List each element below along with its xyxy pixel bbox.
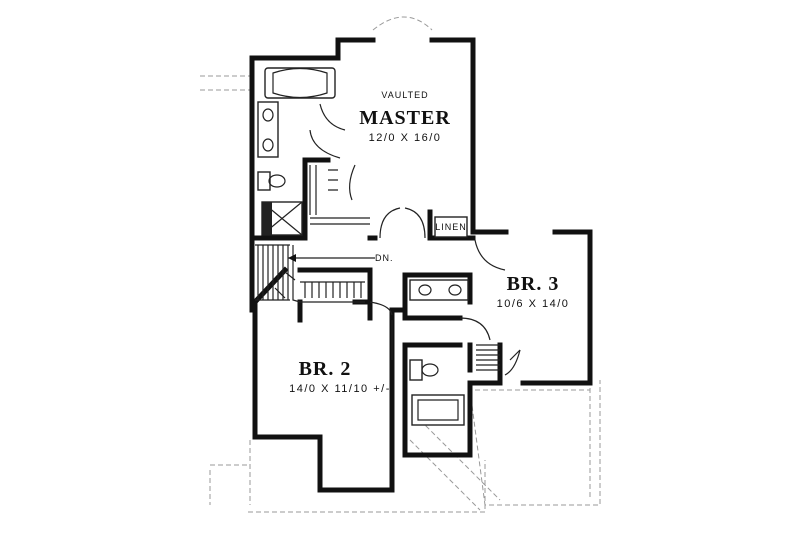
master-name: MASTER xyxy=(359,107,451,129)
br2-name: BR. 2 xyxy=(299,358,352,380)
stairs-down-label: DN. xyxy=(375,253,394,263)
br3-name: BR. 3 xyxy=(507,273,560,295)
interior-details xyxy=(255,67,521,426)
br2-dims: 14/0 X 11/10 +/- xyxy=(289,383,391,395)
master-note: VAULTED xyxy=(381,90,428,100)
br3-dims: 10/6 X 14/0 xyxy=(497,298,570,310)
walls xyxy=(249,37,593,493)
roof-outline xyxy=(200,16,601,513)
linen-label: LINEN xyxy=(435,222,467,232)
master-dims: 12/0 X 16/0 xyxy=(369,132,442,144)
